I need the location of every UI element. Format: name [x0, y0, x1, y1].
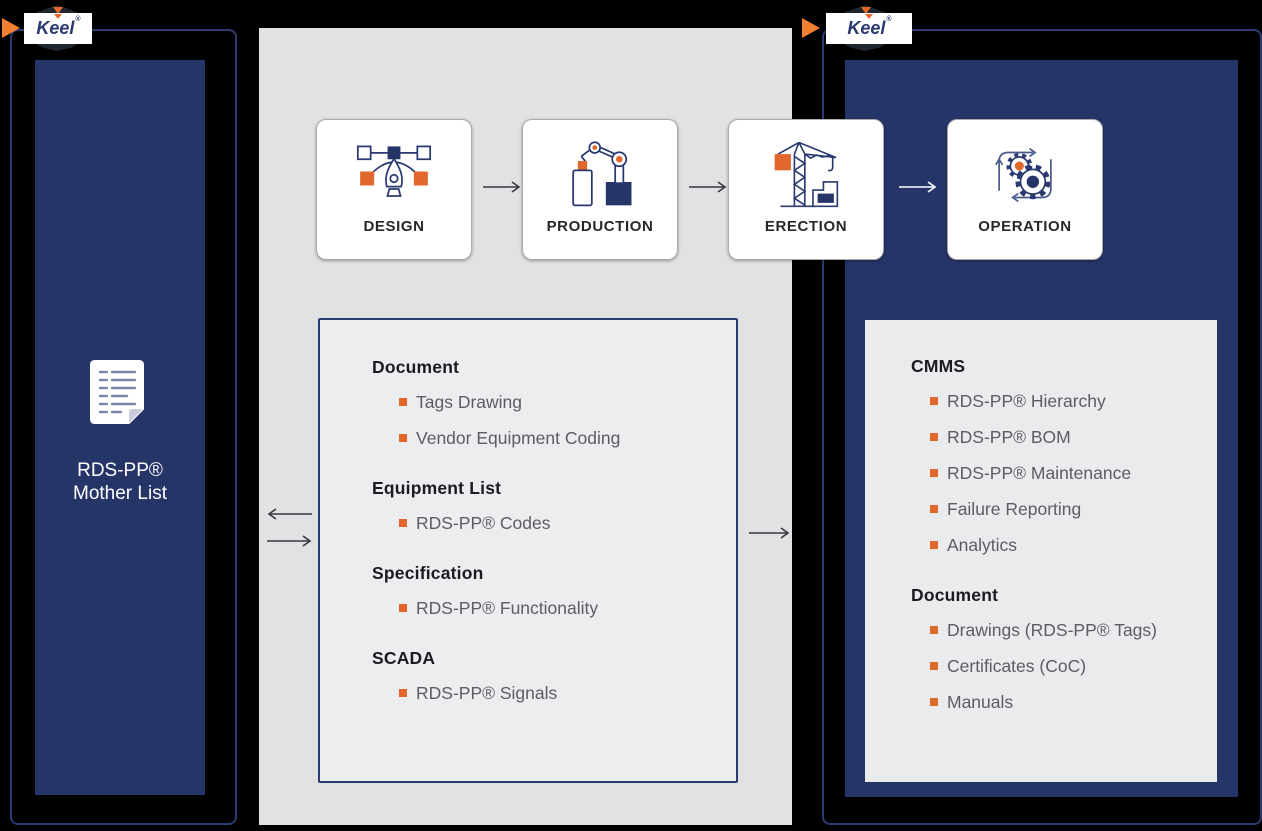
- bullet-square-icon: [930, 541, 938, 549]
- list-section-document: Document Tags Drawing Vendor Equipment C…: [372, 356, 736, 449]
- section-title: Specification: [372, 563, 484, 583]
- bullet-square-icon: [930, 433, 938, 441]
- list-section-cmms: CMMS RDS-PP® Hierarchy RDS-PP® BOM RDS-P…: [911, 355, 1217, 556]
- left-frame-outline: [10, 29, 237, 825]
- list-item: Failure Reporting: [930, 498, 1217, 520]
- operation-deliverables-box: CMMS RDS-PP® Hierarchy RDS-PP® BOM RDS-P…: [865, 320, 1217, 782]
- list-section-equipment-list: Equipment List RDS-PP® Codes: [372, 477, 736, 534]
- section-title: Document: [911, 585, 999, 605]
- keel-triangle-icon: [2, 18, 20, 38]
- list-item: Analytics: [930, 534, 1217, 556]
- keel-wordmark-bar: Keel®: [24, 13, 92, 44]
- crane-icon: [774, 141, 839, 208]
- bullet-square-icon: [930, 626, 938, 634]
- list-section-specification: Specification RDS-PP® Functionality: [372, 562, 736, 619]
- bullet-square-icon: [399, 519, 407, 527]
- bullet-square-icon: [930, 662, 938, 670]
- section-title: Document: [372, 357, 460, 377]
- pen-tool-icon: [356, 145, 432, 197]
- arrow-left-icon: [267, 508, 312, 520]
- list-section-document: Document Drawings (RDS-PP® Tags) Certifi…: [911, 584, 1217, 713]
- arrow-to-operation-icon: [749, 527, 790, 539]
- keel-arrow-icon: [861, 7, 871, 14]
- stage-card-design: DESIGN: [316, 119, 472, 260]
- mother-list-panel: [35, 60, 205, 795]
- stage-card-erection: ERECTION: [728, 119, 884, 260]
- stage-card-operation: OPERATION: [947, 119, 1103, 260]
- bullet-square-icon: [399, 689, 407, 697]
- keel-arrow-icon: [53, 7, 63, 14]
- keel-ee-accent-icon: [54, 14, 63, 19]
- list-item: Vendor Equipment Coding: [399, 427, 736, 449]
- design-deliverables-box: Document Tags Drawing Vendor Equipment C…: [318, 318, 738, 783]
- list-item: RDS-PP® BOM: [930, 426, 1217, 448]
- document-icon: [90, 360, 144, 424]
- list-item: RDS-PP® Maintenance: [930, 462, 1217, 484]
- keel-wordmark-bar: Keel®: [826, 13, 912, 44]
- keel-logo: Keel®: [800, 3, 912, 53]
- bullet-square-icon: [399, 604, 407, 612]
- keel-ee-accent-icon: [865, 14, 874, 19]
- arrow-design-to-production-icon: [483, 181, 521, 193]
- keel-logo: Keel®: [0, 3, 96, 53]
- arrow-erection-to-operation-icon: [899, 181, 937, 193]
- mother-list-block: RDS-PP® Mother List: [35, 60, 205, 795]
- list-section-scada: SCADA RDS-PP® Signals: [372, 647, 736, 704]
- stage-label: DESIGN: [363, 218, 425, 235]
- bullet-square-icon: [930, 698, 938, 706]
- list-item: RDS-PP® Codes: [399, 512, 736, 534]
- list-item: Drawings (RDS-PP® Tags): [930, 619, 1217, 641]
- stage-label: OPERATION: [978, 218, 1072, 235]
- keel-wordmark: Keel®: [847, 14, 892, 38]
- right-frame-outline: [822, 29, 1262, 825]
- list-item: RDS-PP® Hierarchy: [930, 390, 1217, 412]
- gears-cycle-icon: [995, 147, 1052, 203]
- keel-triangle-icon: [802, 18, 820, 38]
- section-title: SCADA: [372, 648, 436, 668]
- section-title: Equipment List: [372, 478, 502, 498]
- stage-card-production: PRODUCTION: [522, 119, 678, 260]
- section-title: CMMS: [911, 356, 966, 376]
- arrow-right-icon: [267, 535, 312, 547]
- robot-arm-icon: [572, 141, 632, 207]
- bullet-square-icon: [930, 469, 938, 477]
- stage-label: ERECTION: [764, 218, 848, 235]
- list-item: Manuals: [930, 691, 1217, 713]
- list-item: RDS-PP® Functionality: [399, 597, 736, 619]
- list-item: Tags Drawing: [399, 391, 736, 413]
- arrow-production-to-erection-icon: [689, 181, 727, 193]
- bullet-square-icon: [930, 397, 938, 405]
- bullet-square-icon: [399, 398, 407, 406]
- bullet-square-icon: [930, 505, 938, 513]
- keel-wordmark: Keel®: [36, 14, 81, 38]
- bullet-square-icon: [399, 434, 407, 442]
- stage-label: PRODUCTION: [546, 218, 654, 235]
- list-item: RDS-PP® Signals: [399, 682, 736, 704]
- mother-list-label: RDS-PP® Mother List: [73, 460, 167, 504]
- list-item: Certificates (CoC): [930, 655, 1217, 677]
